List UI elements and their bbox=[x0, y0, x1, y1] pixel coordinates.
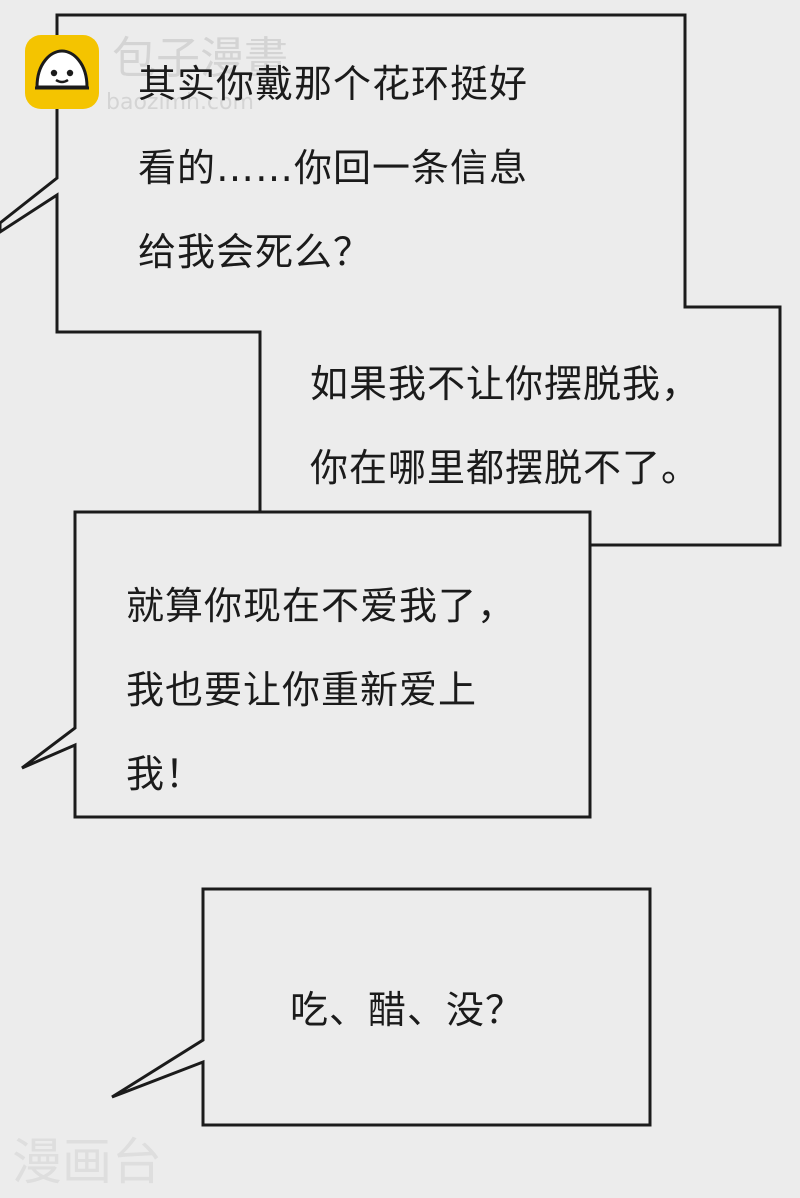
speech-bubble-4-outline bbox=[111, 887, 652, 1127]
dialogue-line: 吃、醋、没？ bbox=[290, 988, 525, 1032]
dialogue-line: 我也要让你重新爱上 bbox=[126, 668, 478, 712]
watermark-url: baozimh.com bbox=[106, 90, 254, 115]
watermark-bottom-brand: 漫画台 bbox=[12, 1133, 162, 1191]
bun-face-icon bbox=[25, 35, 99, 109]
dialogue-line: 就算你现在不爱我了， bbox=[126, 584, 517, 628]
dialogue-line: 看的……你回一条信息 bbox=[138, 146, 529, 190]
watermark-brand: 包子漫畫 bbox=[112, 33, 288, 84]
dialogue-line: 你在哪里都摆脱不了。 bbox=[310, 446, 701, 490]
dialogue-line: 其实你戴那个花环挺好 bbox=[138, 62, 529, 106]
dialogue-line: 我！ bbox=[126, 752, 205, 796]
dialogue-line: 如果我不让你摆脱我， bbox=[310, 362, 701, 406]
dialogue-line: 给我会死么？ bbox=[138, 230, 373, 274]
speech-bubble-3-outline bbox=[21, 510, 592, 819]
